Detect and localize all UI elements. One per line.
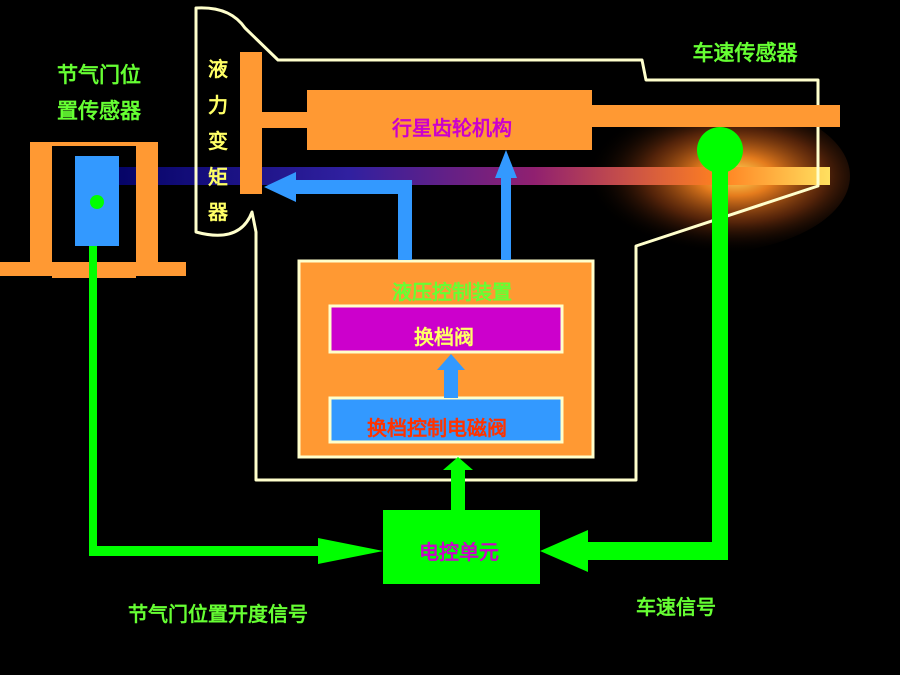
- shift-valve-box: [328, 304, 564, 354]
- torque-converter-char-5: 器: [207, 200, 229, 224]
- speed-signal-label: 车速信号: [636, 595, 716, 619]
- output-shaft-line: [90, 167, 830, 185]
- transmission-housing-outline: [194, 6, 820, 482]
- hydraulic-arrow-to-converter: [264, 172, 412, 260]
- torque-converter-char-2: 力: [208, 93, 228, 117]
- hydraulic-arrow-to-gear: [495, 150, 517, 260]
- solenoid-to-valve-arrow: [437, 354, 465, 398]
- shift-valve-label: 换档阀: [414, 325, 474, 349]
- ecu-label: 电控单元: [419, 540, 499, 564]
- shift-solenoid-label: 换档控制电磁阀: [367, 416, 507, 440]
- throttle-body-top: [52, 142, 136, 146]
- planetary-gear-box: [307, 90, 592, 150]
- torque-converter-char-4: 矩: [208, 165, 228, 189]
- hydraulic-control-label: 液压控制装置: [392, 280, 512, 304]
- throttle-sensor-label: 节气门位 置传感器: [57, 63, 142, 123]
- throttle-body-left-wall: [30, 142, 52, 276]
- speed-sensor-rotor: [697, 127, 743, 173]
- throttle-sensor-label-line2: 置传感器: [57, 99, 142, 123]
- input-shaft: [262, 112, 308, 128]
- ecu-to-solenoid-arrow: [443, 457, 473, 510]
- torque-converter-label: 液 力 变 矩 器: [207, 57, 229, 224]
- torque-converter-char-3: 变: [208, 129, 228, 153]
- output-shaft: [592, 105, 840, 127]
- throttle-body-right-wall: [136, 142, 158, 276]
- torque-converter-plate: [240, 52, 262, 194]
- torque-converter-char-1: 液: [208, 57, 229, 81]
- throttle-signal-label: 节气门位置开度信号: [128, 602, 308, 626]
- throttle-sensor-label-line1: 节气门位: [57, 63, 141, 87]
- planetary-gear-label: 行星齿轮机构: [391, 116, 512, 140]
- throttle-pivot: [90, 195, 104, 209]
- speed-sensor-label: 车速传感器: [693, 41, 799, 65]
- ecu-box: [383, 510, 540, 584]
